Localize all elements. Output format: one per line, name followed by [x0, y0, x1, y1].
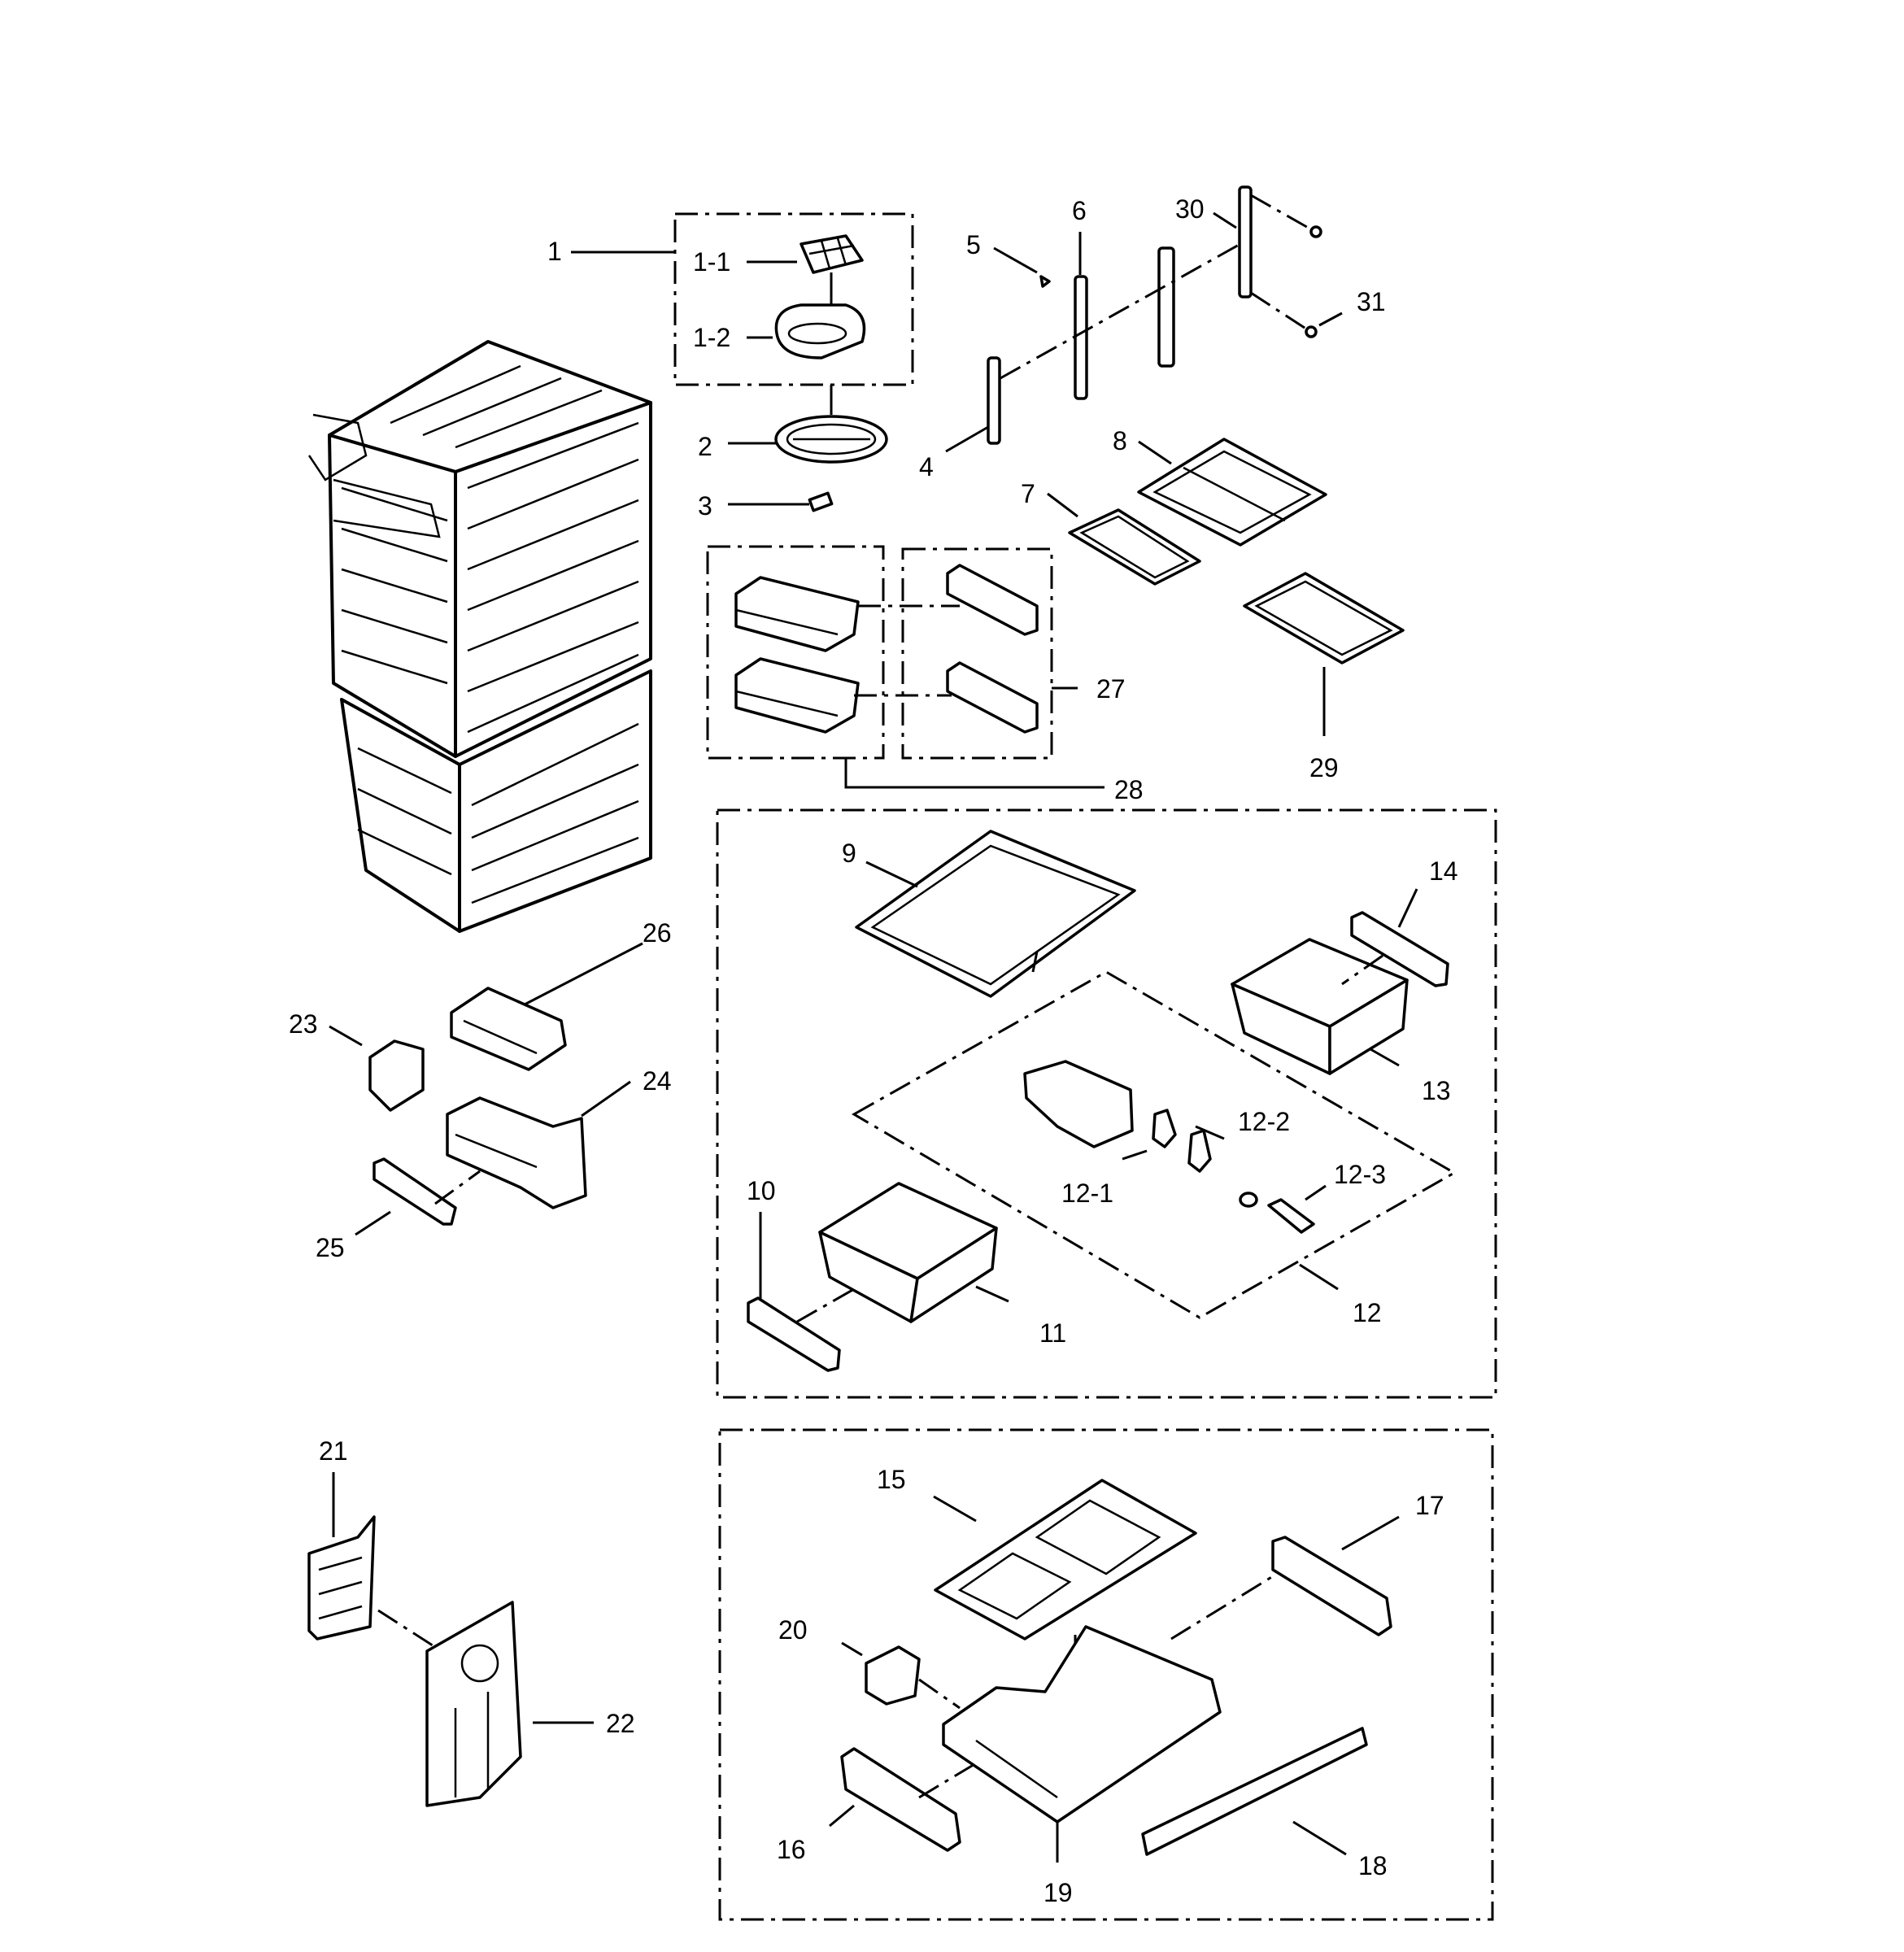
- label-12-1: 12-1: [1061, 1179, 1113, 1208]
- drawer-front-18: [1141, 1727, 1368, 1856]
- label-24: 24: [643, 1066, 672, 1096]
- drawer-rail-10: [747, 1296, 841, 1372]
- bin-bracket-upper: [946, 564, 1039, 636]
- shelf-7: [1068, 508, 1201, 586]
- control-housing: [1023, 1060, 1134, 1148]
- screw-5: [1039, 275, 1051, 288]
- drawer-rail-14: [1350, 911, 1449, 987]
- label-26: 26: [643, 918, 672, 948]
- label-13: 13: [1422, 1076, 1451, 1105]
- crisper-cover-9: [855, 830, 1136, 998]
- shelf-rail-30: [1238, 185, 1253, 298]
- label-14: 14: [1429, 856, 1458, 886]
- ice-maker-26: [450, 987, 567, 1071]
- label-15: 15: [877, 1465, 906, 1494]
- crisper-assembly-box: [716, 808, 1497, 1399]
- fan-cover-22: [425, 1601, 522, 1807]
- label-1-2: 1-2: [693, 323, 730, 352]
- label-2: 2: [698, 432, 712, 461]
- label-30: 30: [1175, 194, 1205, 224]
- label-4: 4: [919, 452, 934, 481]
- label-11: 11: [1039, 1318, 1066, 1348]
- refrigerator-cabinet: [307, 340, 652, 933]
- label-12: 12: [1353, 1298, 1382, 1327]
- label-3: 3: [698, 491, 712, 521]
- deodorizer-filter: [774, 415, 888, 464]
- crisper-drawer-11: [818, 1182, 998, 1323]
- label-10: 10: [747, 1176, 776, 1205]
- label-1-1: 1-1: [693, 247, 730, 277]
- label-29: 29: [1309, 753, 1339, 782]
- damper-12-1: [1152, 1109, 1177, 1148]
- door-bin-upper: [734, 576, 860, 652]
- filter-clip: [808, 491, 834, 512]
- crisper-drawer-13: [1231, 938, 1409, 1075]
- label-22: 22: [606, 1709, 635, 1738]
- cap-31-lower: [1305, 325, 1318, 338]
- bracket-25: [373, 1157, 457, 1226]
- filter-holder: [774, 303, 866, 359]
- ice-bucket-24: [446, 1096, 587, 1209]
- label-27: 27: [1096, 674, 1126, 704]
- door-bin-lower: [734, 657, 860, 734]
- label-28: 28: [1114, 775, 1144, 804]
- shelf-rail-6: [1074, 275, 1088, 400]
- freezer-drawer-19: [942, 1625, 1222, 1823]
- label-19: 19: [1043, 1878, 1073, 1907]
- label-12-2: 12-2: [1238, 1107, 1290, 1136]
- shelf-rail-4: [987, 356, 1001, 445]
- label-5: 5: [966, 230, 981, 259]
- bin-group-28-box: [706, 545, 885, 760]
- filter-group-box: [673, 212, 914, 386]
- bin-group-27-box: [901, 547, 1053, 760]
- label-12-3: 12-3: [1334, 1160, 1386, 1189]
- label-1: 1: [547, 237, 562, 266]
- label-16: 16: [777, 1835, 806, 1864]
- cap-31-upper: [1309, 225, 1322, 238]
- shelf-8: [1137, 438, 1327, 547]
- label-25: 25: [316, 1233, 345, 1262]
- label-17: 17: [1415, 1491, 1444, 1520]
- shaft-12-3: [1239, 1192, 1315, 1234]
- ice-part-23: [368, 1039, 425, 1112]
- label-23: 23: [289, 1009, 318, 1039]
- filter-cover: [800, 234, 864, 274]
- drawer-rail-16: [840, 1747, 961, 1852]
- bin-bracket-lower: [946, 661, 1039, 734]
- label-7: 7: [1021, 479, 1035, 508]
- drawer-rail-17: [1271, 1536, 1392, 1636]
- freezer-drawer-box: [718, 1428, 1494, 1921]
- label-21: 21: [319, 1436, 348, 1466]
- evaporator-21: [307, 1515, 376, 1640]
- module-20: [865, 1645, 921, 1706]
- shelf-rail-right: [1157, 246, 1175, 368]
- label-31: 31: [1357, 287, 1386, 316]
- label-9: 9: [842, 839, 856, 868]
- damper-12-2: [1187, 1129, 1212, 1173]
- label-18: 18: [1358, 1851, 1388, 1880]
- label-8: 8: [1113, 426, 1127, 455]
- ice-tray-15: [934, 1479, 1197, 1640]
- label-6: 6: [1072, 196, 1087, 225]
- label-20: 20: [778, 1615, 808, 1645]
- shelf-29: [1243, 572, 1405, 664]
